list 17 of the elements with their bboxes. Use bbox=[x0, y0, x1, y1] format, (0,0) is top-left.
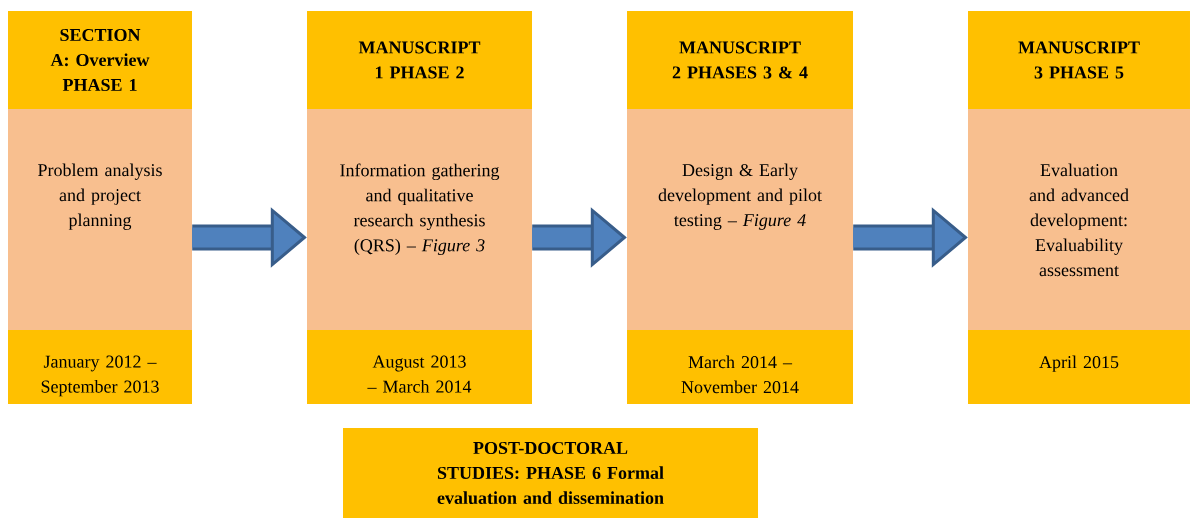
date-range: April 2015 bbox=[1039, 355, 1119, 372]
phase-heading: MANUSCRIPT 2 PHASES 3 & 4 bbox=[672, 41, 808, 79]
phase-description: Design & Early development and pilot testing – Figure 4 bbox=[658, 163, 822, 230]
date-range: March 2014 – November 2014 bbox=[681, 355, 799, 394]
phase-column bbox=[307, 11, 532, 404]
phase-box: POST-DOCTORAL STUDIES: PHASE 6 Formal evaluation and dissemination bbox=[343, 428, 758, 518]
phase-description: Evaluation and advanced development: Evaluability assessment bbox=[1029, 163, 1129, 277]
phase-heading: SECTION A: Overview PHASE 1 bbox=[50, 28, 150, 92]
phase-column bbox=[8, 11, 192, 404]
phase-column bbox=[627, 11, 853, 404]
phase-description: Information gathering and qualitative research synthesis (QRS) – Figure 3 bbox=[340, 163, 500, 256]
phase-heading: MANUSCRIPT 1 PHASE 2 bbox=[358, 41, 481, 79]
phase-heading: MANUSCRIPT 3 PHASE 5 bbox=[1018, 41, 1140, 79]
date-range: August 2013 – March 2014 bbox=[367, 355, 472, 393]
phase-column bbox=[968, 11, 1190, 404]
date-range: January 2012 – September 2013 bbox=[41, 355, 159, 397]
phase-description: Problem analysis and project planning bbox=[38, 163, 162, 230]
